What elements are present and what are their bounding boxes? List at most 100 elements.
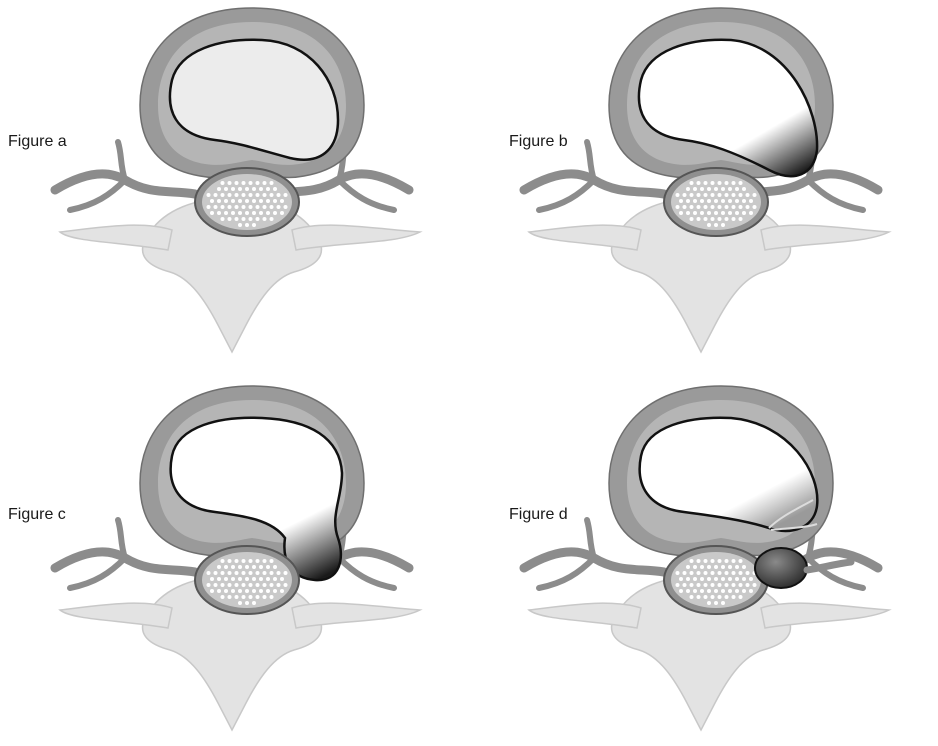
nerve-fiber-dot xyxy=(742,577,746,581)
disc-diagram-a xyxy=(0,0,469,368)
nerve-fiber-dot xyxy=(224,589,228,593)
nerve-fiber-dot xyxy=(238,577,242,581)
nerve-fiber-dot xyxy=(735,187,739,191)
nerve-fiber-dot xyxy=(210,577,214,581)
nerve-fiber-dot xyxy=(679,211,683,215)
nerve-fiber-dot xyxy=(263,595,267,599)
nerve-fiber-dot xyxy=(753,205,757,209)
nerve-fiber-dot xyxy=(746,571,750,575)
nerve-fiber-dot xyxy=(207,193,211,197)
panel-figure-b: Figure b xyxy=(469,0,938,368)
nerve-fiber-dot xyxy=(725,205,729,209)
nerve-fiber-dot xyxy=(224,211,228,215)
nerve-fiber-dot xyxy=(284,193,288,197)
nerve-fiber-dot xyxy=(252,211,256,215)
nerve-fiber-dot xyxy=(270,571,274,575)
nerve-fiber-dot xyxy=(249,217,253,221)
disc-diagram-b xyxy=(469,0,938,368)
nerve-fiber-dot xyxy=(697,205,701,209)
nerve-fiber-dot xyxy=(284,571,288,575)
disc-diagram-d xyxy=(469,378,938,746)
nerve-fiber-dot xyxy=(711,571,715,575)
nerve-fiber-dot xyxy=(711,193,715,197)
nerve-fiber-dot xyxy=(266,589,270,593)
figure-label: Figure c xyxy=(8,506,66,524)
nerve-fiber-dot xyxy=(214,193,218,197)
nerve-fiber-dot xyxy=(686,211,690,215)
nerve-fiber-dot xyxy=(259,565,263,569)
nerve-fiber-dot xyxy=(686,187,690,191)
nerve-fiber-dot xyxy=(732,193,736,197)
nerve-fiber-dot xyxy=(273,577,277,581)
nerve-fiber-dot xyxy=(235,217,239,221)
nerve-fiber-dot xyxy=(263,193,267,197)
nerve-fiber-dot xyxy=(746,193,750,197)
nerve-fiber-dot xyxy=(686,199,690,203)
nerve-fiber-dot xyxy=(697,559,701,563)
nerve-fiber-dot xyxy=(739,193,743,197)
nerve-fiber-dot xyxy=(725,181,729,185)
nerve-fiber-dot xyxy=(235,559,239,563)
nerve-fiber-dot xyxy=(700,589,704,593)
nerve-fiber-dot xyxy=(266,187,270,191)
nerve-fiber-dot xyxy=(221,205,225,209)
nerve-fiber-dot xyxy=(721,223,725,227)
nerve-fiber-dot xyxy=(732,595,736,599)
disc-diagram-c xyxy=(0,378,469,746)
nerve-fiber-dot xyxy=(725,583,729,587)
nerve-fiber-dot xyxy=(224,577,228,581)
nerve-fiber-dot xyxy=(711,205,715,209)
nerve-fiber-dot xyxy=(742,199,746,203)
nerve-fiber-dot xyxy=(735,199,739,203)
nerve-fiber-dot xyxy=(256,571,260,575)
nerve-fiber-dot xyxy=(252,187,256,191)
nerve-fiber-dot xyxy=(252,601,256,605)
nerve-fiber-dot xyxy=(280,211,284,215)
nerve-fiber-dot xyxy=(207,205,211,209)
nerve-fiber-dot xyxy=(238,187,242,191)
nerve-fiber-dot xyxy=(676,571,680,575)
nerve-fiber-dot xyxy=(249,205,253,209)
nerve-fiber-dot xyxy=(263,205,267,209)
nerve-fiber-dot xyxy=(718,559,722,563)
nerve-fiber-dot xyxy=(259,589,263,593)
nerve-fiber-dot xyxy=(697,217,701,221)
nerve-fiber-dot xyxy=(714,565,718,569)
nerve-fiber-dot xyxy=(707,589,711,593)
nerve-fiber-dot xyxy=(714,601,718,605)
nerve-fiber-dot xyxy=(270,193,274,197)
nerve-fiber-dot xyxy=(690,217,694,221)
nerve-fiber-dot xyxy=(753,193,757,197)
nerve-fiber-dot xyxy=(210,589,214,593)
nerve-fiber-dot xyxy=(217,589,221,593)
nerve-fiber-dot xyxy=(749,199,753,203)
nerve-fiber-dot xyxy=(739,571,743,575)
nerve-fiber-dot xyxy=(245,223,249,227)
nerve-fiber-dot xyxy=(711,181,715,185)
nerve-fiber-dot xyxy=(707,565,711,569)
nerve-fiber-dot xyxy=(690,571,694,575)
nerve-fiber-dot xyxy=(266,211,270,215)
nerve-fiber-dot xyxy=(263,181,267,185)
nerve-fiber-dot xyxy=(714,589,718,593)
nerve-fiber-dot xyxy=(245,199,249,203)
nerve-fiber-dot xyxy=(256,217,260,221)
nerve-fiber-dot xyxy=(739,595,743,599)
nerve-fiber-dot xyxy=(704,571,708,575)
nerve-fiber-dot xyxy=(735,211,739,215)
nerve-fiber-dot xyxy=(228,205,232,209)
nerve-fiber-dot xyxy=(683,205,687,209)
nerve-fiber-dot xyxy=(690,595,694,599)
nerve-fiber-dot xyxy=(245,565,249,569)
nerve-fiber-dot xyxy=(704,559,708,563)
nerve-fiber-dot xyxy=(728,565,732,569)
nerve-fiber-dot xyxy=(711,595,715,599)
nerve-fiber-dot xyxy=(735,577,739,581)
nerve-fiber-dot xyxy=(697,595,701,599)
nerve-fiber-dot xyxy=(266,577,270,581)
intervertebral-disc xyxy=(140,8,364,177)
nerve-fiber-dot xyxy=(242,205,246,209)
nerve-fiber-dot xyxy=(676,583,680,587)
nerve-fiber-dot xyxy=(273,211,277,215)
nerve-fiber-dot xyxy=(228,193,232,197)
